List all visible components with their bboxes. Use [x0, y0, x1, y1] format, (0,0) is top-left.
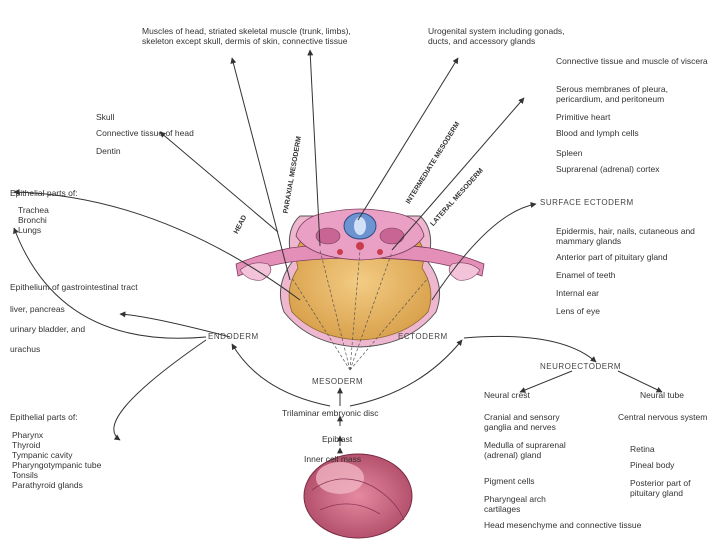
label-spleen: Spleen	[556, 148, 583, 158]
label-pharynx: Pharynx	[12, 430, 44, 440]
aorta-right	[377, 249, 383, 255]
label-inner-cell-mass: Inner cell mass	[304, 454, 362, 464]
label-epithelial-parts-1: Epithelial parts of:	[10, 188, 78, 198]
label-mesoderm: MESODERM	[312, 377, 364, 386]
label-lens: Lens of eye	[556, 306, 600, 316]
label-bronchi: Bronchi	[18, 215, 47, 225]
arrows-lineage	[231, 339, 463, 454]
label-primitive-heart: Primitive heart	[556, 112, 611, 122]
label-liver: liver, pancreas	[10, 304, 65, 314]
label-neural-crest: Neural crest	[484, 390, 530, 400]
label-connective-head: Connective tissue of head	[96, 128, 194, 138]
label-posterior-pituitary: Posterior part of pituitary gland	[630, 478, 691, 498]
label-endoderm: ENDODERM	[208, 332, 259, 341]
mesoderm-dashed-links	[291, 249, 429, 371]
label-pigment: Pigment cells	[484, 476, 535, 486]
somite-right	[379, 227, 405, 245]
label-urinary: urinary bladder, and	[10, 324, 86, 334]
lateral-fold-left	[239, 262, 272, 281]
arrows-mesoderm	[159, 49, 525, 281]
label-medulla: Medulla of suprarenal (adrenal) gland	[484, 440, 566, 460]
label-cns: Central nervous system	[618, 412, 708, 422]
label-neural-tube: Neural tube	[640, 390, 684, 400]
label-blood-lymph: Blood and lymph cells	[556, 128, 639, 138]
label-suprarenal-cortex: Suprarenal (adrenal) cortex	[556, 164, 660, 174]
label-pharyngeal-arch: Pharyngeal arch cartilages	[484, 494, 546, 514]
label-surface-ectoderm: SURFACE ECTODERM	[540, 198, 634, 207]
label-retina: Retina	[630, 444, 655, 454]
label-serous: Serous membranes of pleura, pericardium,…	[556, 84, 668, 104]
arrows-endoderm	[13, 189, 301, 441]
label-head-mesenchyme: Head mesenchyme and connective tissue	[484, 520, 642, 530]
label-muscles-head: Muscles of head, striated skeletal muscl…	[142, 26, 351, 46]
label-urogenital: Urogenital system including gonads, duct…	[428, 26, 565, 46]
aorta-left	[337, 249, 343, 255]
label-dentin: Dentin	[96, 146, 121, 156]
label-urachus: urachus	[10, 344, 41, 354]
label-epiblast: Epiblast	[322, 434, 353, 444]
label-trilaminar: Trilaminar embryonic disc	[282, 408, 379, 418]
label-tonsils: Tonsils	[12, 470, 38, 480]
arrows-ectoderm	[431, 201, 663, 393]
label-pharyngotympanic: Pharyngotympanic tube	[12, 460, 102, 470]
label-parathyroid: Parathyroid glands	[12, 480, 83, 490]
label-anterior-pituitary: Anterior part of pituitary gland	[556, 252, 668, 262]
label-lungs: Lungs	[18, 225, 42, 235]
lateral-fold-right	[448, 262, 481, 281]
inner-cell-mass-image	[303, 453, 413, 539]
label-thyroid: Thyroid	[12, 440, 41, 450]
embryo-cross-section	[235, 208, 485, 348]
label-epithelial-parts-2: Epithelial parts of:	[10, 412, 78, 422]
label-cranial: Cranial and sensory ganglia and nerves	[484, 412, 560, 432]
neural-canal	[354, 217, 366, 235]
label-internal-ear: Internal ear	[556, 288, 599, 298]
label-trachea: Trachea	[18, 205, 49, 215]
label-tympanic: Tympanic cavity	[12, 450, 73, 460]
notochord	[356, 242, 364, 250]
label-skull: Skull	[96, 112, 115, 122]
label-connective-viscera: Connective tissue and muscle of viscera	[556, 56, 708, 66]
label-neuroectoderm: NEUROECTODERM	[540, 362, 622, 371]
label-epithelium-gi: Epithelium of gastrointestinal tract	[10, 282, 138, 292]
label-ectoderm: ECTODERM	[398, 332, 448, 341]
label-pineal: Pineal body	[630, 460, 675, 470]
label-epidermis: Epidermis, hair, nails, cutaneous and ma…	[556, 226, 695, 246]
somite-left	[315, 227, 341, 245]
label-enamel: Enamel of teeth	[556, 270, 616, 280]
